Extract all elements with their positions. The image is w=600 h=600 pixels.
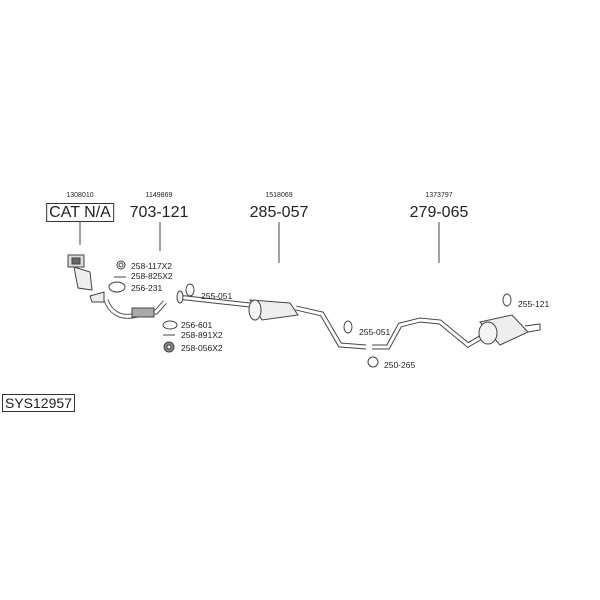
part-number[interactable]: CAT N/A (46, 203, 114, 222)
hardware-icons (108, 260, 512, 368)
part-number[interactable]: 279-065 (409, 204, 469, 221)
part-label[interactable]: 258-056X2 (181, 343, 223, 353)
part-label[interactable]: 256-601 (181, 320, 213, 330)
part-label[interactable]: 255-051 (359, 327, 391, 337)
leader-lines (79, 222, 440, 263)
part-number[interactable]: 703-121 (129, 204, 189, 221)
part-ref: 1373797 (425, 192, 453, 199)
part-label[interactable]: 255-051 (201, 291, 233, 301)
system-id: SYS12957 (2, 394, 75, 412)
part-ref: 1518069 (265, 192, 293, 199)
catalytic-converter-drawing (67, 254, 105, 303)
part-ref: 1149869 (145, 192, 173, 199)
front-pipe-drawing (103, 299, 167, 319)
middle-section-drawing (176, 290, 367, 350)
part-number[interactable]: 285-057 (249, 204, 309, 221)
part-label[interactable]: 258-117X2 (131, 261, 172, 271)
part-label[interactable]: 258-891X2 (181, 330, 223, 340)
part-label[interactable]: 255-121 (518, 299, 550, 309)
part-ref: 1308010 (66, 192, 94, 199)
part-label[interactable]: 258-825X2 (131, 271, 173, 281)
part-label[interactable]: 250-265 (384, 360, 416, 370)
rear-section-drawing (372, 314, 541, 350)
part-label[interactable]: 256-231 (131, 283, 163, 293)
